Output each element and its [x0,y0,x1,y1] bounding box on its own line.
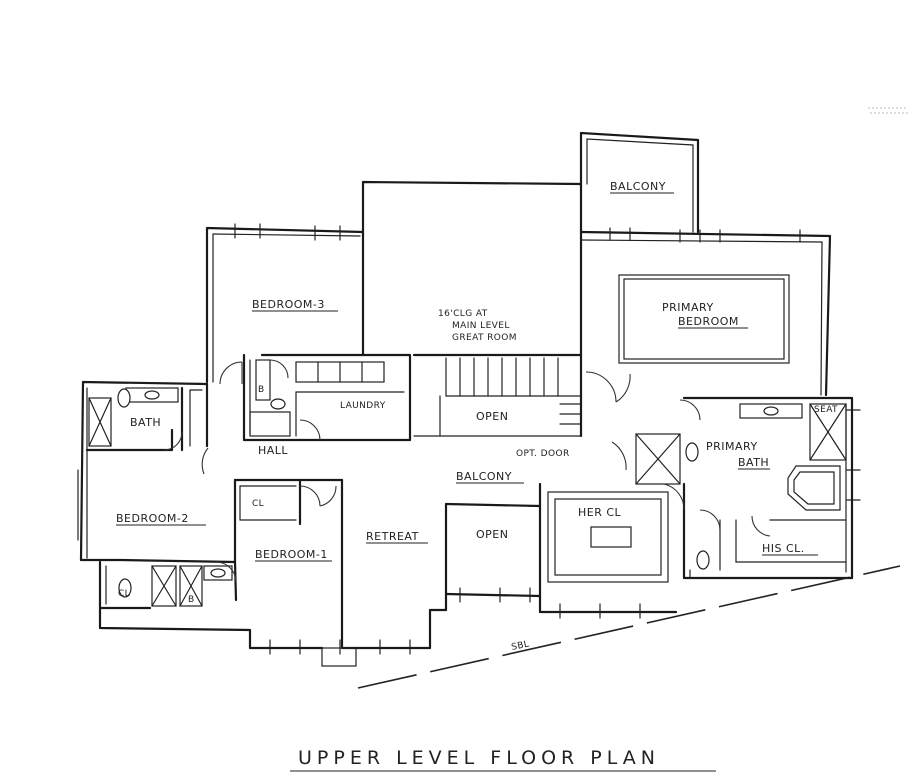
label-her-closet: HER CL [578,506,622,519]
label-laundry: LAUNDRY [340,401,386,411]
label-hall: HALL [258,444,288,457]
label-primary-bath-1: PRIMARY [706,440,758,453]
label-sbl: SBL [511,639,531,653]
label-open-to-below-3: GREAT ROOM [452,333,517,343]
label-open-to-below-2: MAIN LEVEL [452,321,510,331]
label-his-closet: HIS CL. [762,542,805,555]
label-closet-bath: CL [118,589,130,599]
label-open-stair: OPEN [476,410,508,423]
setback-line [357,565,901,689]
label-primary-bedroom-1: PRIMARY [662,301,714,314]
label-primary-bath-2: BATH [738,456,769,469]
label-underlines [116,192,818,562]
outer-walls [77,131,861,667]
label-b-bath: B [188,595,195,605]
label-balcony-top: BALCONY [610,180,666,193]
label-bedroom-2: BEDROOM-2 [116,512,189,525]
label-opt-door: OPT. DOOR [516,449,570,459]
label-closet-bedroom-1: CL [252,499,264,509]
scan-speck [868,107,910,114]
label-primary-bedroom-2: BEDROOM [678,315,739,328]
label-bedroom-1: BEDROOM-1 [255,548,328,561]
label-open-mid: OPEN [476,528,508,541]
label-open-to-below-1: 16'CLG AT [438,309,488,319]
label-retreat: RETREAT [366,530,419,543]
label-bath-left: BATH [130,416,161,429]
door-swings [163,359,771,583]
label-b-laundry: B [258,385,265,395]
room-labels: BALCONY PRIMARY BEDROOM BEDROOM-3 16'CLG… [116,180,838,653]
label-seat: SEAT [814,405,838,415]
plan-title: UPPER LEVEL FLOOR PLAN [298,747,660,769]
label-bedroom-3: BEDROOM-3 [252,298,325,311]
label-balcony-mid: BALCONY [456,470,512,483]
